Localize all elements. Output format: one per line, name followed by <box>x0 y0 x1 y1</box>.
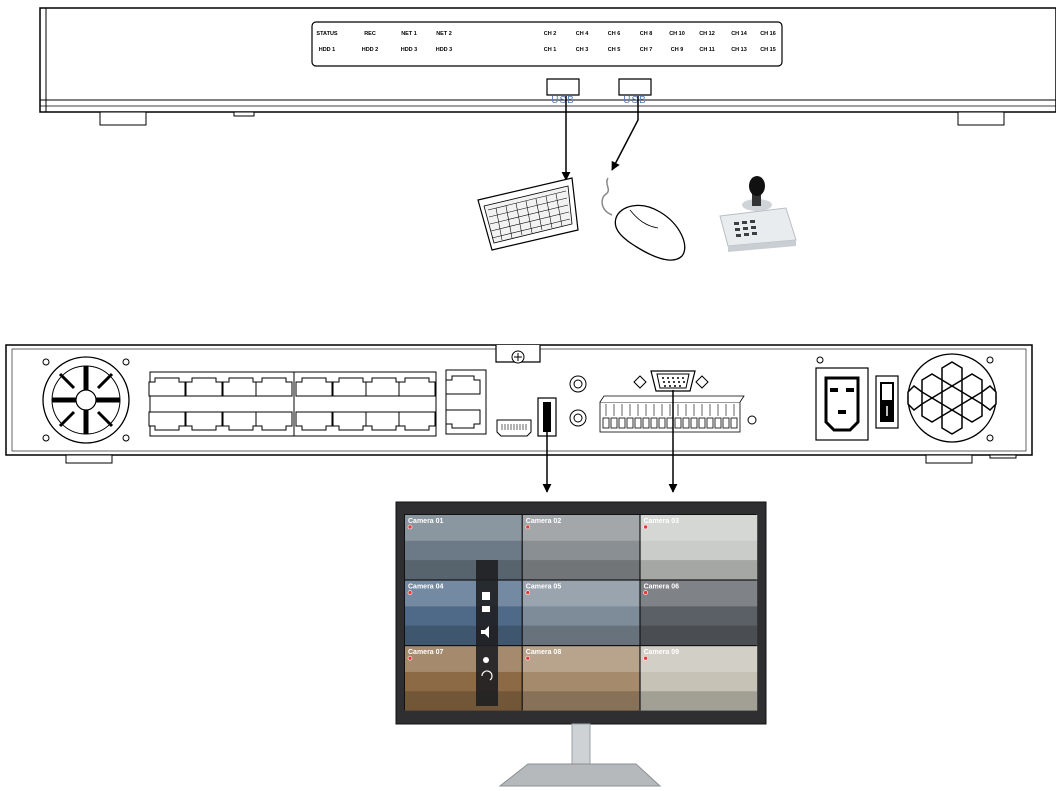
led-label: HDD 3 <box>436 47 453 53</box>
camera-label: Camera 09 <box>644 649 680 656</box>
monitor-toolbar <box>476 560 498 706</box>
power-switch <box>876 376 898 428</box>
led-label: NET 1 <box>401 31 417 37</box>
mouse-icon <box>602 178 685 260</box>
channel-label: CH 14 <box>731 31 748 37</box>
rear-foot-left <box>66 455 112 463</box>
nvr-rear-panel <box>6 345 1032 463</box>
keyboard-icon <box>478 178 578 250</box>
channel-label: CH 5 <box>608 47 621 53</box>
rear-foot-small <box>990 455 1016 458</box>
camera-label: Camera 04 <box>408 584 444 591</box>
channel-label: CH 6 <box>608 31 621 37</box>
led-label: HDD 1 <box>319 47 336 53</box>
led-display <box>312 22 782 66</box>
fan-left-icon <box>43 357 129 443</box>
nvr-front-panel: STATUS REC NET 1 NET 2 HDD 1 HDD 2 HDD 3… <box>40 8 1056 125</box>
camera-tile[interactable]: Camera 04 <box>405 581 522 645</box>
camera-label: Camera 02 <box>526 518 562 525</box>
uplink-ethernet <box>446 370 486 434</box>
joystick-icon <box>720 176 796 252</box>
channel-label: CH 7 <box>640 47 653 53</box>
led-label: STATUS <box>316 31 338 37</box>
camera-tile[interactable]: Camera 08 <box>523 646 640 710</box>
camera-label: Camera 08 <box>526 649 562 656</box>
record-indicator-icon <box>644 656 648 660</box>
led-label: HDD 3 <box>401 47 418 53</box>
record-indicator-icon <box>644 525 648 529</box>
camera-tile[interactable]: Camera 06 <box>641 581 758 645</box>
channel-label: CH 12 <box>699 31 715 37</box>
channel-label: CH 13 <box>731 47 747 53</box>
front-usb-port-1: USB <box>547 79 579 106</box>
rear-foot-right <box>926 455 972 463</box>
front-usb-port-2: USB <box>619 79 651 106</box>
record-indicator-icon <box>644 591 648 595</box>
led-label: NET 2 <box>436 31 452 37</box>
channel-label: CH 8 <box>640 31 653 37</box>
record-indicator-icon <box>526 525 530 529</box>
record-indicator-icon <box>408 656 412 660</box>
front-foot-right <box>958 112 1004 125</box>
ethernet-poe-bank <box>149 372 436 436</box>
usb-label: USB <box>551 95 575 106</box>
camera-tile[interactable]: Camera 02 <box>523 515 640 579</box>
channel-label: CH 3 <box>576 47 589 53</box>
camera-tile[interactable]: Camera 01 <box>405 515 522 579</box>
camera-tile[interactable]: Camera 05 <box>523 581 640 645</box>
led-label: REC <box>364 31 376 37</box>
channel-label: CH 10 <box>669 31 685 37</box>
camera-label: Camera 01 <box>408 518 444 525</box>
record-indicator-icon <box>408 525 412 529</box>
channel-label: CH 16 <box>760 31 776 37</box>
camera-label: Camera 06 <box>644 584 680 591</box>
channel-label: CH 15 <box>760 47 776 53</box>
camera-tile[interactable]: Camera 07 <box>405 646 522 710</box>
channel-label: CH 9 <box>671 47 684 53</box>
channel-label: CH 4 <box>576 31 589 37</box>
camera-tile[interactable]: Camera 03 <box>641 515 758 579</box>
screw-icon <box>748 416 756 424</box>
camera-grid: Camera 01 Camera 02 Camera 03 Camera 04 Came… <box>405 515 757 711</box>
record-indicator-icon <box>526 591 530 595</box>
channel-label: CH 1 <box>544 47 557 53</box>
front-foot-left <box>100 112 146 125</box>
camera-label: Camera 03 <box>644 518 680 525</box>
hdmi-port <box>497 420 531 436</box>
led-label: HDD 2 <box>362 47 379 53</box>
fan-right-icon <box>908 354 996 442</box>
record-indicator-icon <box>408 591 412 595</box>
camera-label: Camera 07 <box>408 649 444 656</box>
front-foot-small <box>234 112 254 116</box>
channel-label: CH 2 <box>544 31 557 37</box>
camera-label: Camera 05 <box>526 584 562 591</box>
alarm-terminal-block <box>600 396 744 432</box>
power-inlet <box>816 357 868 440</box>
camera-tile[interactable]: Camera 09 <box>641 646 758 710</box>
channel-label: CH 11 <box>699 47 714 53</box>
usb-label: USB <box>623 95 647 106</box>
record-indicator-icon <box>526 656 530 660</box>
